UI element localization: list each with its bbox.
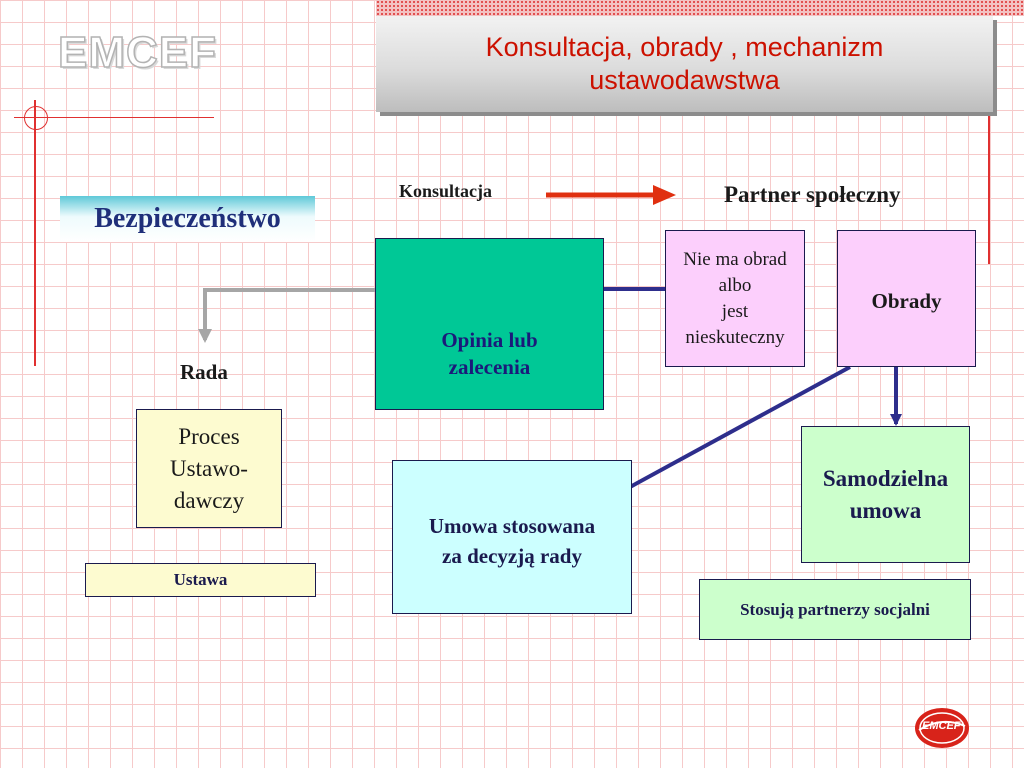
konsultacja-arrow bbox=[546, 185, 676, 205]
samodzielna-umowa-box: Samodzielna umowa bbox=[801, 426, 970, 563]
nie-ma-obrad-box: Nie ma obrad albo jest nieskuteczny bbox=[665, 230, 805, 367]
slide-title-box: Konsultacja, obrady , mechanizm ustawoda… bbox=[376, 0, 1024, 112]
gray-connector-arrow bbox=[198, 288, 375, 343]
bezpieczenstwo-label: Bezpieczeństwo bbox=[60, 196, 315, 242]
logo-text: EMCEF bbox=[922, 720, 961, 732]
stosuja-partnerzy-box: Stosują partnerzy socjalni bbox=[699, 579, 971, 640]
slide-title: Konsultacja, obrady , mechanizm ustawoda… bbox=[485, 32, 884, 95]
decorative-circle bbox=[24, 106, 48, 130]
title-dotted-band bbox=[376, 0, 1024, 16]
rada-label: Rada bbox=[180, 360, 228, 384]
opinia-box: Opinia lub zalecenia bbox=[375, 238, 604, 410]
decorative-line-top bbox=[14, 117, 214, 118]
ustawa-box: Ustawa bbox=[85, 563, 316, 597]
emcef-logo: EMCEF bbox=[913, 706, 971, 750]
obrady-box: Obrady bbox=[837, 230, 976, 367]
decorative-line-left bbox=[34, 100, 36, 366]
emcef-watermark: EMCEF bbox=[57, 27, 217, 78]
decorative-line-right bbox=[988, 20, 990, 264]
partner-label: Partner społeczny bbox=[724, 182, 901, 207]
umowa-stosowana-box: Umowa stosowana za decyzją rady bbox=[392, 460, 632, 614]
konsultacja-label: Konsultacja bbox=[399, 181, 493, 201]
proces-ustawodawczy-box: Proces Ustawo- dawczy bbox=[136, 409, 282, 528]
